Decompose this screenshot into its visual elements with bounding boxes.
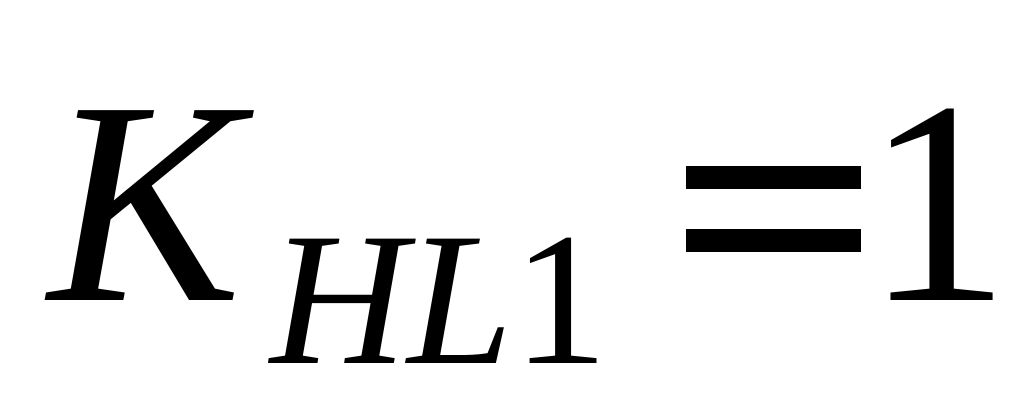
right-hand-value: 1 <box>865 42 1010 363</box>
main-variable: K <box>48 42 242 363</box>
subscript-letters: HL <box>270 195 513 405</box>
subscript: HL1 <box>270 205 608 395</box>
equals-bottom-bar <box>686 229 861 252</box>
equals-top-bar <box>686 166 861 189</box>
subscript-number: 1 <box>512 195 608 405</box>
